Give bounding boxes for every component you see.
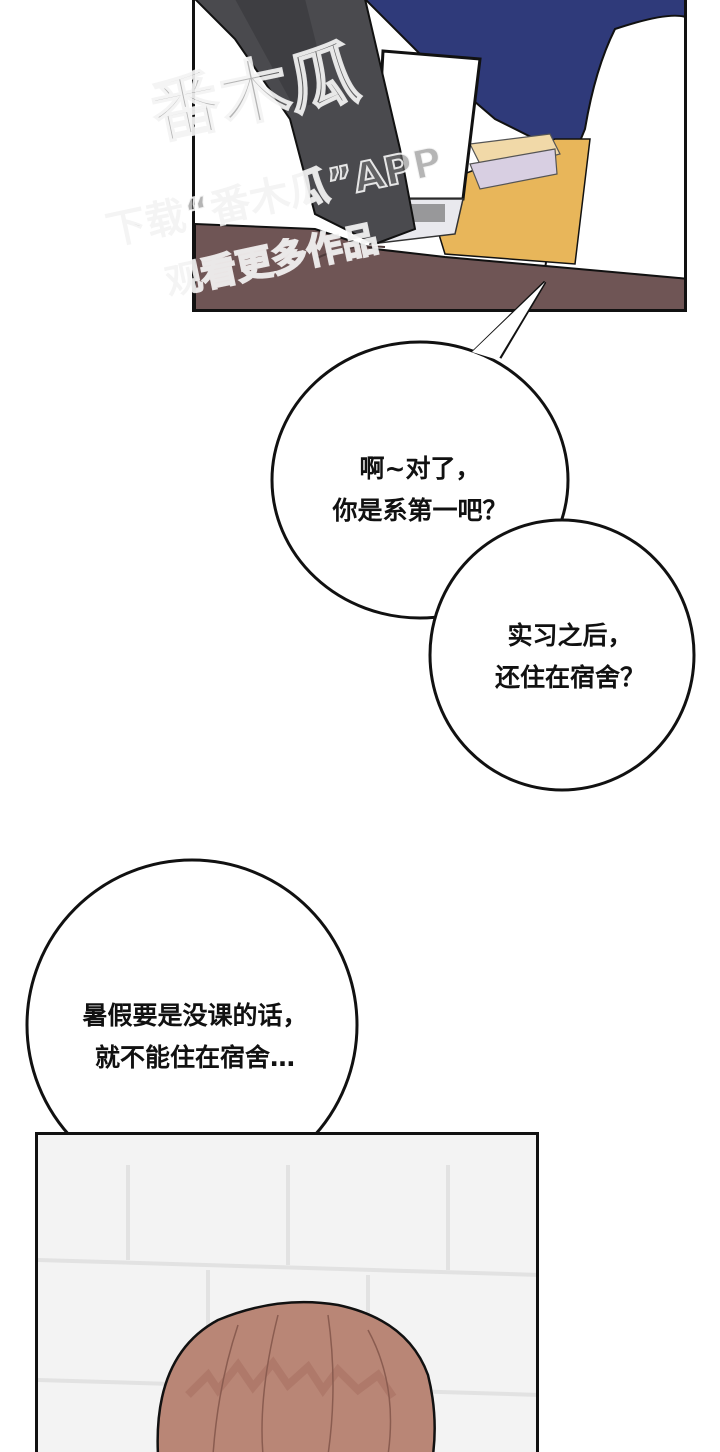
bubble-1-line-1: 啊~对了，: [359, 454, 481, 483]
comic-panel-office: [192, 0, 687, 312]
bubble-3-line-2: 就不能住在宿舍…: [94, 1043, 295, 1072]
speech-bubble-2: [428, 518, 696, 792]
speech-bubble-1-text: 啊~对了， 你是系第一吧？: [300, 448, 540, 532]
bubble-3-line-1: 暑假要是没课的话，: [82, 1001, 308, 1030]
bubble-2-line-2: 还住在宿舍？: [494, 663, 645, 692]
speech-bubble-3-text: 暑假要是没课的话， 就不能住在宿舍…: [40, 995, 350, 1079]
bubble-2-line-1: 实习之后，: [507, 621, 633, 650]
office-scene-illustration: [195, 0, 684, 309]
character-hair-illustration: [38, 1135, 536, 1452]
comic-panel-character: [35, 1132, 539, 1452]
speech-bubble-2-text: 实习之后， 还住在宿舍？: [455, 615, 685, 699]
bubble-1-line-2: 你是系第一吧？: [332, 496, 508, 525]
